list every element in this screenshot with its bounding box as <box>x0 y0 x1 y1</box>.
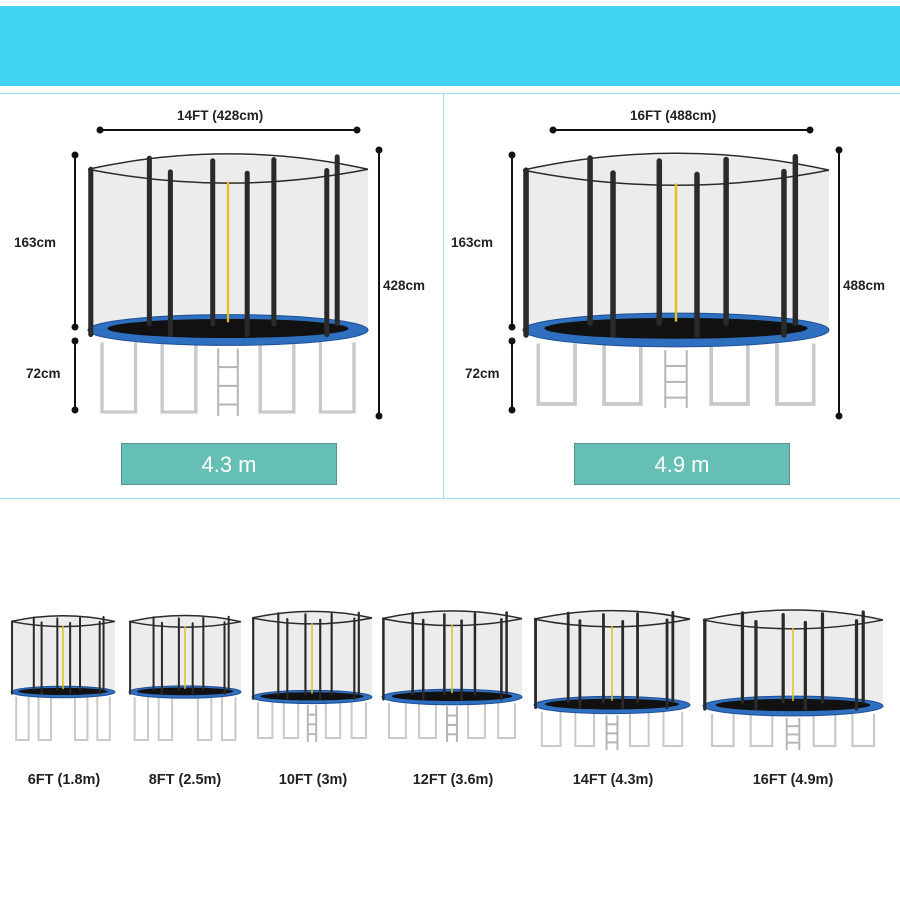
leg-frame <box>37 696 53 741</box>
total-height-label: 428cm <box>383 278 426 293</box>
leg-height-label: 72cm <box>465 366 500 381</box>
leg-frame <box>220 696 237 741</box>
leg-frame <box>418 703 437 739</box>
leg-frame <box>710 713 735 748</box>
leg-frame <box>628 711 650 747</box>
leg-height-line-end <box>508 406 516 414</box>
leg-frame <box>602 343 643 406</box>
net-height-label: 163cm <box>14 235 57 250</box>
net-top-rope <box>251 610 373 619</box>
leg-frame <box>257 702 274 739</box>
leg-height-line-end <box>71 337 79 345</box>
leg-frame <box>73 696 89 741</box>
leg-frame <box>812 713 837 748</box>
size-badge: 4.3 m <box>121 443 337 485</box>
leg-frame <box>662 711 684 747</box>
leg-frame <box>775 343 816 406</box>
width-dimension-line-end <box>96 126 104 134</box>
leg-frame <box>157 696 174 741</box>
panel-14ft <box>0 93 444 499</box>
net-top-rope <box>533 609 691 620</box>
size-option-label: 12FT (3.6m) <box>412 772 494 788</box>
net-top-rope <box>702 609 884 621</box>
leg-frame <box>497 703 516 739</box>
size-option-label: 16FT (4.9m) <box>752 772 834 788</box>
net-top-rope <box>128 614 242 623</box>
leg-frame <box>467 703 486 739</box>
leg-frame <box>160 342 198 414</box>
jumping-mat <box>136 687 234 696</box>
net-top-rope <box>522 152 830 171</box>
net-height-line-end <box>71 151 79 159</box>
jumping-mat <box>391 691 513 702</box>
jumping-mat <box>107 318 349 339</box>
leg-frame <box>709 343 750 406</box>
leg-frame <box>536 343 577 406</box>
net-top-rope <box>87 153 369 170</box>
leg-frame <box>282 702 300 739</box>
size-option-label: 10FT (3m) <box>278 772 348 788</box>
leg-frame <box>196 696 213 741</box>
leg-frame <box>388 703 407 739</box>
width-dimension-label: 14FT (428cm) <box>177 108 264 123</box>
leg-frame <box>574 711 596 747</box>
leg-frame <box>540 711 562 747</box>
width-dimension-line-end <box>806 126 814 134</box>
leg-frame <box>100 342 138 414</box>
net-top-rope <box>10 615 116 623</box>
size-option-label: 6FT (1.8m) <box>27 772 101 788</box>
total-height-line-end <box>375 412 383 420</box>
size-badge: 4.9 m <box>574 443 790 485</box>
width-dimension-line-end <box>549 126 557 134</box>
net-height-line-end <box>508 323 516 331</box>
total-height-line-end <box>835 146 843 154</box>
total-height-line-end <box>835 412 843 420</box>
jumping-mat <box>544 317 808 339</box>
net-height-label: 163cm <box>451 235 494 250</box>
width-dimension-line-end <box>353 126 361 134</box>
net-height-line-end <box>508 151 516 159</box>
size-option-label: 8FT (2.5m) <box>148 772 222 788</box>
leg-frame <box>15 696 30 741</box>
leg-height-label: 72cm <box>26 366 61 381</box>
leg-height-line-end <box>508 337 516 345</box>
panel-16ft <box>444 93 900 499</box>
leg-frame <box>96 696 111 741</box>
jumping-mat <box>260 692 364 701</box>
leg-frame <box>133 696 150 741</box>
leg-frame <box>258 342 296 414</box>
total-height-line-end <box>375 146 383 154</box>
size-option-label: 14FT (4.3m) <box>572 772 654 788</box>
leg-frame <box>749 713 774 748</box>
leg-height-line-end <box>71 406 79 414</box>
leg-frame <box>851 713 876 748</box>
width-dimension-label: 16FT (488cm) <box>630 108 717 123</box>
top-banner <box>0 6 900 86</box>
jumping-mat <box>715 698 871 712</box>
jumping-mat <box>544 698 680 710</box>
leg-frame <box>350 702 367 739</box>
total-height-label: 488cm <box>843 278 886 293</box>
leg-frame <box>324 702 342 739</box>
net-top-rope <box>381 610 523 620</box>
leg-frame <box>318 342 356 414</box>
net-height-line-end <box>71 323 79 331</box>
